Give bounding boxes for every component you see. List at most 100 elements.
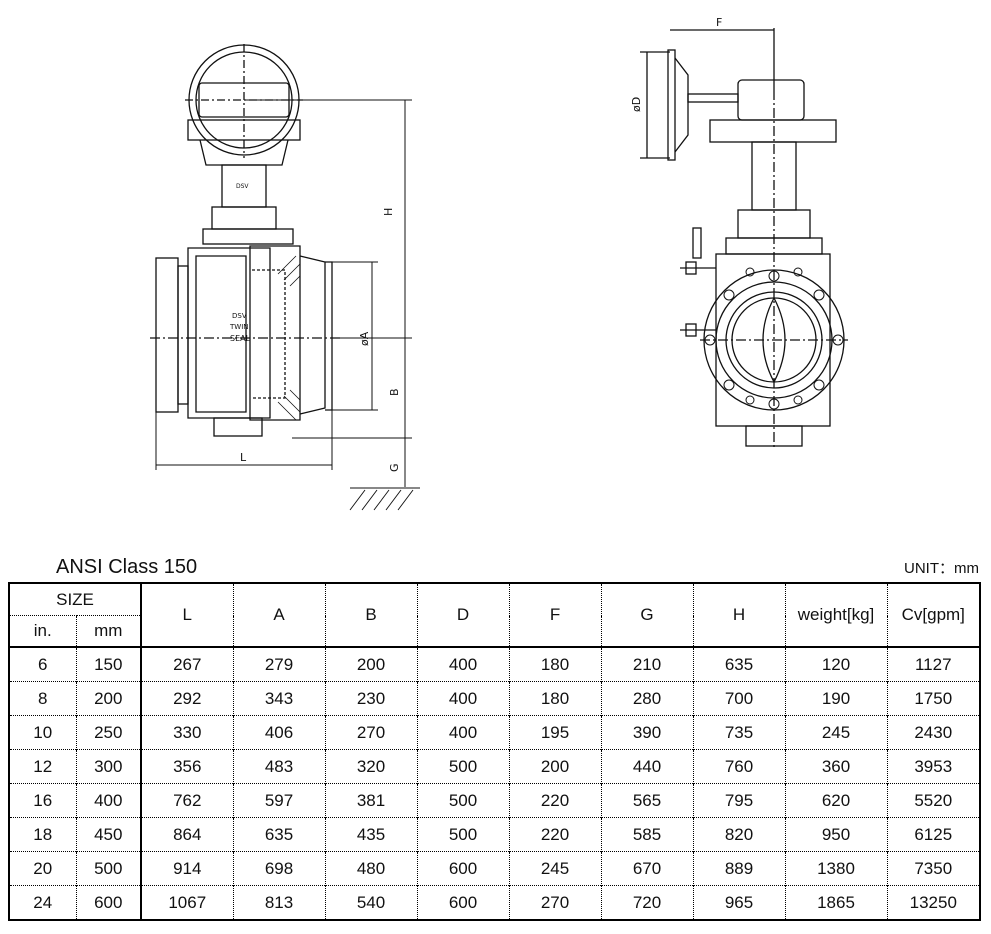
table-cell: 820 (692, 817, 786, 852)
body-plate-text-2: DSV (232, 312, 247, 320)
table-cell: 8 (9, 681, 76, 716)
table-cell: 18 (9, 817, 76, 852)
table-cell: 813 (232, 885, 326, 920)
dim-label-d: øD (630, 97, 643, 112)
table-subheader-row: in. mm (9, 615, 980, 647)
table-cell: 889 (692, 851, 786, 886)
valve-body-side (150, 245, 340, 437)
table-cell: 360 (784, 749, 888, 784)
table-cell: 600 (416, 851, 510, 886)
size-header: SIZE (9, 582, 142, 616)
table-cell: 400 (416, 646, 510, 682)
header-cell: H (692, 582, 786, 647)
dim-label-a: øA (358, 331, 371, 346)
gearbox-front (640, 28, 837, 450)
table-cell: 200 (508, 749, 602, 784)
table-cell: 7350 (886, 851, 981, 886)
flange-front (680, 227, 848, 447)
table-cell: 620 (784, 783, 888, 818)
table-cell: 760 (692, 749, 786, 784)
table-cell: 250 (75, 715, 142, 750)
table-cell: 635 (692, 646, 786, 682)
valve-drawing: H B G L øA F øD DSV DSV TWIN SEAL (150, 16, 848, 511)
table-cell: 180 (508, 681, 602, 716)
table-cell: 150 (75, 646, 142, 682)
table-cell: 300 (75, 749, 142, 784)
table-cell: 635 (232, 817, 326, 852)
table-cell: 5520 (886, 783, 981, 818)
dimension-lines-side (155, 99, 420, 511)
table-cell: 279 (232, 646, 326, 682)
table-cell: 16 (9, 783, 76, 818)
table-cell: 6125 (886, 817, 981, 852)
table-cell: 500 (416, 783, 510, 818)
table-cell: 950 (784, 817, 888, 852)
size-in-header: in. (9, 615, 76, 647)
table-cell: 1865 (784, 885, 888, 920)
table-cell: 864 (140, 817, 234, 852)
body-plate-text-3: TWIN (229, 323, 249, 331)
header-cell: L (140, 582, 234, 647)
table-cell: 585 (600, 817, 694, 852)
table-cell: 120 (784, 646, 888, 682)
table-cell: 200 (75, 681, 142, 716)
table-cell: 245 (784, 715, 888, 750)
table-cell: 600 (75, 885, 142, 920)
table-cell: 795 (692, 783, 786, 818)
table-cell: 210 (600, 646, 694, 682)
table-cell: 12 (9, 749, 76, 784)
table-cell: 698 (232, 851, 326, 886)
size-mm-header: mm (75, 615, 142, 647)
table-cell: 343 (232, 681, 326, 716)
dim-label-l: L (240, 451, 247, 464)
table-cell: 500 (416, 817, 510, 852)
table-cell: 435 (324, 817, 418, 852)
table-cell: 540 (324, 885, 418, 920)
table-cell: 267 (140, 646, 234, 682)
table-cell: 200 (324, 646, 418, 682)
table-cell: 20 (9, 851, 76, 886)
header-cell: A (232, 582, 326, 647)
table-cell: 220 (508, 783, 602, 818)
table-cell: 330 (140, 715, 234, 750)
table-cell: 195 (508, 715, 602, 750)
header-cell: F (508, 582, 602, 647)
table-cell: 24 (9, 885, 76, 920)
table-cell: 597 (232, 783, 326, 818)
table-cell: 10 (9, 715, 76, 750)
table-cell: 270 (324, 715, 418, 750)
table-cell: 914 (140, 851, 234, 886)
table-cell: 1380 (784, 851, 888, 886)
dim-label-g: G (388, 463, 401, 472)
header-cell: Cv[gpm] (886, 582, 981, 647)
table-cell: 565 (600, 783, 694, 818)
table-cell: 720 (600, 885, 694, 920)
table-cell: 270 (508, 885, 602, 920)
table-cell: 480 (324, 851, 418, 886)
dim-label-h: H (382, 208, 395, 216)
table-cell: 280 (600, 681, 694, 716)
table-cell: 600 (416, 885, 510, 920)
table-cell: 1067 (140, 885, 234, 920)
table-cell: 390 (600, 715, 694, 750)
table-cell: 245 (508, 851, 602, 886)
handwheel-side (185, 44, 303, 245)
table-cell: 6 (9, 646, 76, 682)
body-plate-text-1: DSV (236, 183, 249, 190)
dim-label-b: B (388, 388, 401, 396)
body-plate-text-4: SEAL (230, 334, 251, 343)
header-cell: weight[kg] (784, 582, 888, 647)
table-cell: 13250 (886, 885, 981, 920)
dimension-table: SIZE L A B D F G H weight[kg] Cv[gpm] in… (8, 582, 982, 921)
table-cell: 3953 (886, 749, 981, 784)
header-cell: G (600, 582, 694, 647)
table-cell: 356 (140, 749, 234, 784)
table-cell: 2430 (886, 715, 981, 750)
table-cell: 320 (324, 749, 418, 784)
